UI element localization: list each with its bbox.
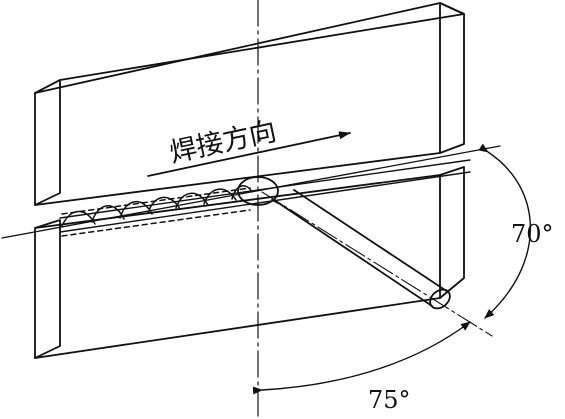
angle-70-label: 70° — [511, 220, 554, 248]
weld-bead — [61, 185, 253, 237]
weld-gap — [59, 159, 471, 233]
angle-70-arc — [478, 143, 531, 319]
direction-arrow: 焊接方向 — [147, 116, 351, 177]
angle-75: 75° — [252, 321, 471, 414]
weld-pool — [237, 176, 279, 206]
angle-70: 70° — [478, 143, 554, 319]
angle-75-arc — [252, 321, 471, 395]
upper-plate — [34, 2, 465, 206]
electrode-rod — [237, 176, 493, 337]
rod-end — [429, 288, 451, 310]
angle-75-label: 75° — [368, 386, 411, 414]
lower-plate — [34, 166, 465, 359]
horizontal-axis — [1, 145, 501, 239]
direction-arrow-line — [147, 131, 351, 177]
